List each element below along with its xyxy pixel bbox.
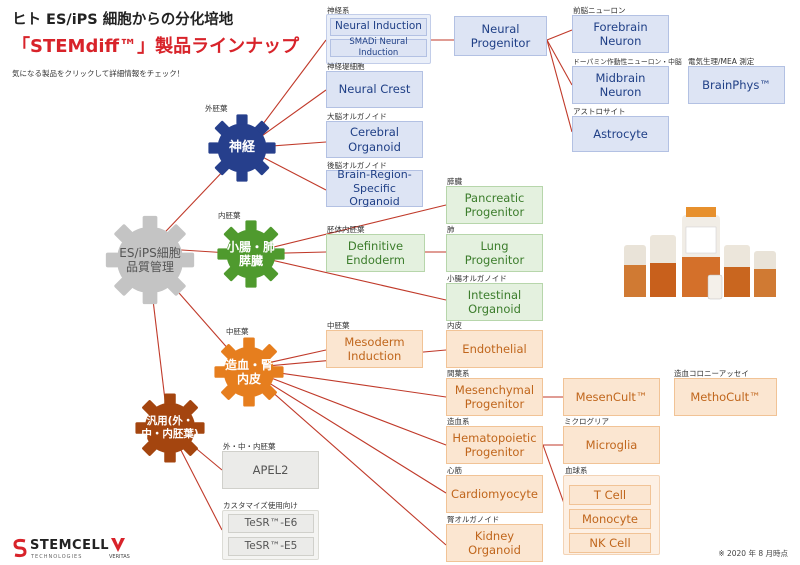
product-tesr-e5[interactable]: TeSR™-E5	[228, 537, 314, 556]
endoderm-gear-label: 小腸・肺 膵臓	[226, 239, 275, 268]
endoderm-label: 内胚葉	[218, 211, 241, 220]
midbrain-label: ドーパミン作動性ニューロン・中脳	[573, 58, 682, 66]
mesoderm-label: 中胚葉	[226, 327, 249, 336]
product-astrocyte[interactable]: Astrocyte	[572, 116, 669, 152]
neural-gear-icon[interactable]	[207, 113, 277, 183]
product-cerebral-organoid[interactable]: Cerebral Organoid	[326, 121, 423, 158]
stemcell-logo-sub: TECHNOLOGIES	[31, 554, 83, 560]
product-smadi-neural-induction[interactable]: SMADi Neural Induction	[330, 37, 427, 58]
product-apel2[interactable]: APEL2	[222, 451, 319, 489]
general-gear-icon[interactable]	[134, 392, 206, 464]
product-tesr-e6[interactable]: TeSR™-E6	[228, 514, 314, 533]
product-neural-crest[interactable]: Neural Crest	[326, 71, 423, 108]
product-monocyte[interactable]: Monocyte	[569, 509, 651, 529]
colony-assay-label: 造血コロニーアッセイ	[674, 369, 749, 378]
product-intestinal-organoid[interactable]: Intestinal Organoid	[446, 283, 543, 321]
product-mesencult[interactable]: MesenCult™	[563, 378, 660, 416]
product-bottles-image	[624, 207, 776, 300]
product-lung-progenitor[interactable]: Lung Progenitor	[446, 234, 543, 272]
mesenchymal-label: 間葉系	[447, 369, 470, 378]
tesr-label: カスタマイズ使用向け	[223, 501, 298, 510]
product-microglia[interactable]: Microglia	[563, 426, 660, 464]
product-endothelial[interactable]: Endothelial	[446, 330, 543, 368]
product-t-cell[interactable]: T Cell	[569, 485, 651, 505]
ectoderm-label: 外胚葉	[205, 104, 228, 113]
mesoderm-induction-label: 中胚葉	[327, 321, 350, 330]
mesoderm-gear-icon[interactable]	[213, 336, 285, 408]
date-note: ※ 2020 年 8 月時点	[718, 549, 788, 558]
forebrain-label: 前脳ニューロン	[573, 6, 626, 15]
cerebral-label: 大脳オルガノイド	[327, 112, 387, 121]
product-forebrain-neuron[interactable]: Forebrain Neuron	[572, 15, 669, 53]
microglia-label: ミクログリア	[564, 417, 609, 426]
blood-cell-label: 血球系	[565, 466, 588, 475]
kidney-label: 腎オルガノイド	[447, 515, 500, 524]
product-nk-cell[interactable]: NK Cell	[569, 533, 651, 553]
definitive-endoderm-label: 胚体内胚葉	[327, 225, 365, 234]
stemcell-logo-icon	[13, 538, 27, 558]
brain-region-label: 後脳オルガノイド	[327, 161, 387, 170]
product-definitive-endoderm[interactable]: Definitive Endoderm	[326, 234, 425, 272]
product-cardiomyocyte[interactable]: Cardiomyocyte	[446, 475, 543, 513]
product-pancreatic-progenitor[interactable]: Pancreatic Progenitor	[446, 186, 543, 224]
neural-group-label: 神経系	[327, 6, 350, 15]
product-mesenchymal-progenitor[interactable]: Mesenchymal Progenitor	[446, 378, 543, 416]
astrocyte-label: アストロサイト	[573, 107, 626, 116]
center-gear-label: ES/iPS細胞 品質管理	[119, 245, 181, 274]
pancreatic-label: 膵臓	[447, 177, 462, 186]
instruction-text: 気になる製品をクリックして詳細情報をチェック！	[12, 69, 185, 78]
stemcell-logo: STEMCELL	[30, 538, 110, 553]
lung-label: 肺	[447, 225, 455, 234]
product-mesoderm-induction[interactable]: Mesoderm Induction	[326, 330, 423, 368]
page-title: ヒト ES/iPS 細胞からの分化培地	[12, 12, 234, 28]
cardiomyocyte-label: 心筋	[447, 466, 462, 475]
endothelial-label: 内皮	[447, 321, 462, 330]
mesoderm-gear-label: 造血・腎 内皮	[224, 357, 273, 386]
apel-label: 外・中・内胚葉	[223, 442, 276, 451]
product-methocult[interactable]: MethoCult™	[674, 378, 777, 416]
product-neural-induction[interactable]: Neural Induction	[330, 18, 427, 36]
endoderm-gear-icon[interactable]	[216, 219, 286, 289]
neural-gear-label: 神経	[228, 140, 255, 156]
product-brain-region-organoid[interactable]: Brain-Region- Specific Organoid	[326, 168, 423, 208]
hematopoietic-label: 造血系	[447, 417, 470, 426]
veritas-logo-icon	[111, 538, 125, 552]
intestinal-label: 小腸オルガノイド	[447, 274, 507, 283]
center-gear-icon	[105, 215, 195, 305]
product-neural-progenitor[interactable]: Neural Progenitor	[454, 16, 547, 56]
product-kidney-organoid[interactable]: Kidney Organoid	[446, 524, 543, 562]
general-gear-label: 汎用(外・ 中・内胚葉)	[141, 415, 199, 440]
page-subtitle-brand: 「STEMdiff™」製品ラインナップ	[12, 36, 300, 57]
product-brainphys[interactable]: BrainPhys™	[688, 66, 785, 104]
product-midbrain-neuron[interactable]: Midbrain Neuron	[572, 66, 669, 104]
electrophysiology-label: 電気生理/MEA 測定	[688, 57, 755, 66]
product-hematopoietic-progenitor[interactable]: Hematopoietic Progenitor	[446, 426, 543, 464]
veritas-logo: VERITAS	[109, 554, 130, 560]
neural-crest-label: 神経堤細胞	[327, 62, 365, 71]
